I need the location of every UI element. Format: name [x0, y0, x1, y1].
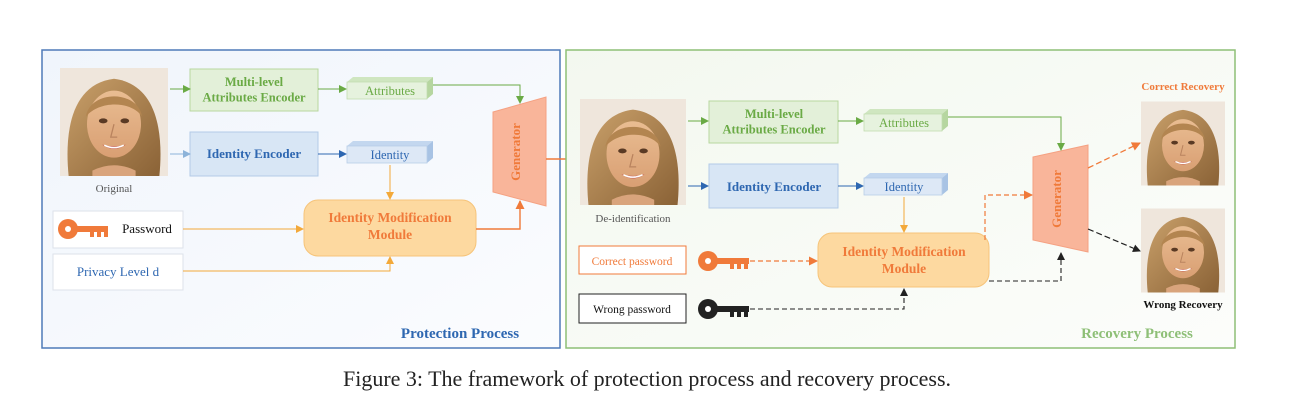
arrow-module-to-generator-wrong: [989, 252, 1065, 282]
arrow-generator-to-wrong-recovery: [1087, 228, 1141, 252]
recovery-process-title: Recovery Process: [1081, 326, 1193, 342]
protection-process-title: Protection Process: [401, 326, 519, 342]
identity-label: Identity: [371, 148, 411, 162]
recovery-identity-encoder-label: Identity Encoder: [727, 179, 821, 194]
recovery-attributes-encoder-box: [708, 100, 839, 144]
identity-feature-box: [346, 141, 433, 164]
correct-recovery-face-image: [1141, 101, 1225, 186]
identity-encoder-label: Identity Encoder: [207, 146, 301, 161]
arrow-rec-attributes-to-generator: [948, 116, 1065, 151]
wrong-password-box: [578, 293, 687, 324]
arrow-module-to-generator-correct: [984, 190, 1033, 240]
generator-label: Generator: [508, 123, 523, 181]
recovery-identity-label: Identity: [885, 180, 925, 194]
attributes-feature-box: [346, 77, 433, 100]
recovery-attributes-label: Attributes: [879, 116, 929, 130]
recovery-identity-modification-module-box: [817, 232, 990, 288]
figure-caption: Figure 3: The framework of protection pr…: [342, 366, 952, 391]
correct-password-box: [578, 245, 687, 275]
correct-key-icon: [698, 251, 749, 271]
recovery-attributes-feature-box: [863, 109, 948, 132]
arrow-module-to-generator: [476, 200, 525, 230]
wrong-key-icon: [698, 299, 749, 319]
correct-recovery-label: Correct Recovery: [1141, 81, 1225, 93]
recovery-identity-encoder-box: [708, 163, 839, 209]
attributes-encoder-box: [189, 68, 319, 112]
wrong-recovery-label: Wrong Recovery: [1143, 299, 1223, 311]
original-face-image: [60, 68, 168, 176]
deidentification-label: De-identification: [595, 213, 671, 225]
deidentified-face-image: [580, 98, 686, 206]
recovery-identity-feature-box: [863, 173, 948, 196]
recovery-generator-trapezoid: [1032, 144, 1089, 253]
original-label: Original: [96, 183, 133, 195]
wrong-password-label: Wrong password: [593, 304, 671, 316]
correct-password-label: Correct password: [592, 256, 673, 268]
password-label: Password: [122, 221, 172, 236]
attributes-label: Attributes: [365, 84, 415, 98]
arrow-attributes-to-generator: [433, 84, 524, 104]
arrow-wrong-key-to-module: [750, 288, 908, 310]
wrong-recovery-face-image: [1141, 208, 1225, 293]
recovery-generator-label: Generator: [1049, 170, 1064, 228]
arrow-generator-to-correct-recovery: [1087, 142, 1141, 169]
arrow-privacy-to-module: [183, 256, 394, 272]
generator-trapezoid: [492, 96, 547, 207]
privacy-level-box: [52, 253, 184, 291]
privacy-level-label: Privacy Level d: [77, 264, 160, 279]
orange-key-icon: [58, 219, 108, 239]
